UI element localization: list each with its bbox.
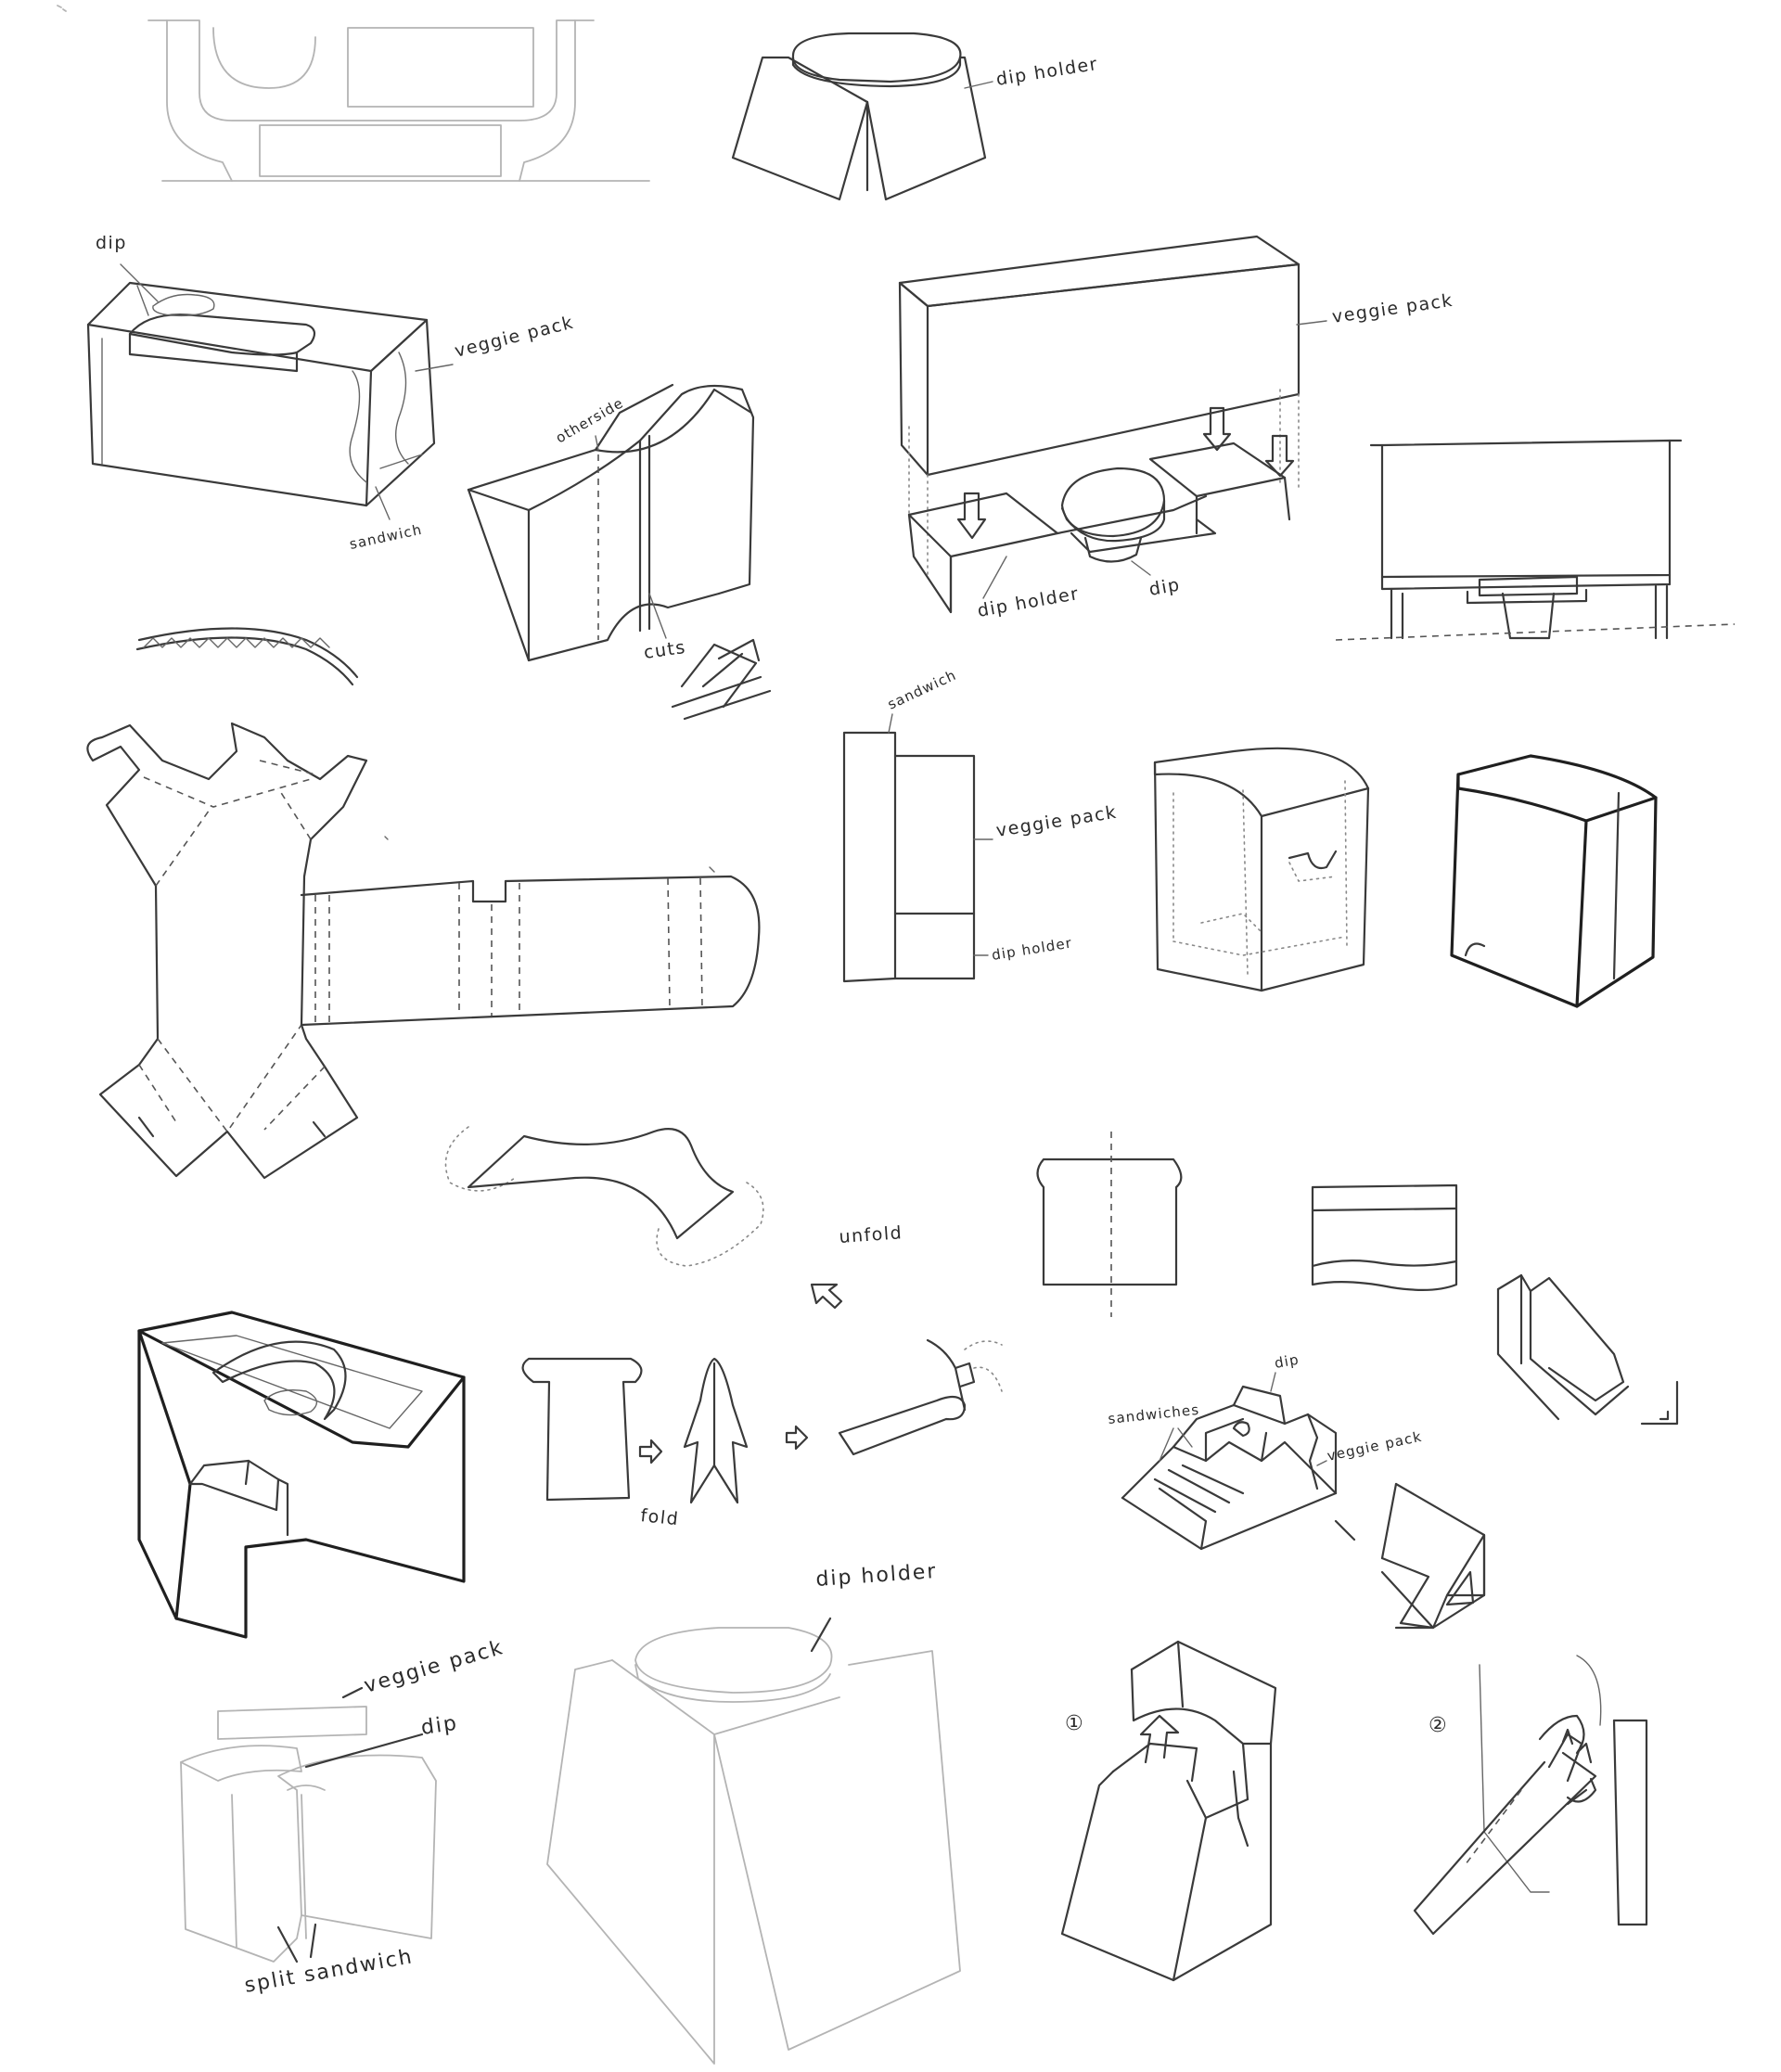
flat-dieline-sketch: [86, 722, 761, 1180]
label-step-2: ②: [1429, 1714, 1449, 1737]
label-dip-holder-b: dip holder: [976, 583, 1081, 621]
label-veggie-pack-a: veggie pack: [453, 313, 576, 362]
label-fold: fold: [639, 1505, 680, 1529]
bread-pocket-sketch: [1311, 1183, 1458, 1291]
folded-sandwich-sketch: [1496, 1273, 1679, 1426]
stack-elevation-sketch: sandwich veggie pack dip holder: [842, 667, 1119, 983]
folded-panel-cuts-sketch: otherside cuts: [467, 383, 772, 721]
label-veggie-pack-d: veggie pack: [1326, 1428, 1424, 1464]
label-dip-holder-d: dip holder: [815, 1560, 939, 1592]
insertion-step-1-sketch: ①: [1060, 1640, 1277, 1982]
label-sandwich-b: sandwich: [885, 667, 959, 713]
front-view-veggie-pack-sketch: [1335, 439, 1736, 641]
corrugated-strip-sketch: [135, 627, 359, 686]
label-cuts: cuts: [643, 637, 687, 663]
split-sandwich-sketch: veggie pack dip split sandwich: [180, 1636, 506, 1998]
exploded-veggie-dip-sketch: dip holder dip veggie pack: [898, 235, 1454, 621]
label-dip-c: dip: [1274, 1351, 1301, 1372]
wedge-assembly-sketch: sandwiches dip veggie pack: [1108, 1351, 1486, 1630]
fold-sequence-sketch: fold: [521, 1338, 1003, 1529]
label-step-1: ①: [1065, 1712, 1085, 1735]
label-veggie-pack-c: veggie pack: [994, 802, 1119, 841]
combo-box-sketch: dip veggie pack sandwich: [86, 233, 576, 553]
label-dip-d: dip: [419, 1712, 459, 1740]
label-unfold: unfold: [839, 1222, 903, 1247]
label-split-sandwich: split sandwich: [243, 1945, 416, 1998]
label-dip-holder-c: dip holder: [991, 934, 1073, 964]
label-dip-a: dip: [96, 233, 127, 253]
insertion-step-2-sketch: ②: [1413, 1655, 1648, 1936]
bread-slice-sketch: [1036, 1132, 1183, 1317]
label-sandwich-a: sandwich: [348, 521, 424, 553]
tray-top-view-sketch: [57, 5, 650, 182]
label-veggie-pack-e: veggie pack: [362, 1636, 506, 1698]
sealed-box-sketch: [1450, 754, 1658, 1008]
dip-holder-sketch-large: dip holder: [546, 1560, 961, 2065]
label-dip-b: dip: [1147, 574, 1182, 600]
handled-box-sketch: [137, 1311, 466, 1639]
unfolding-flap-sketch: unfold: [444, 1126, 903, 1310]
dip-holder-sketch-top: dip holder: [731, 32, 1099, 201]
label-sandwiches: sandwiches: [1108, 1401, 1201, 1427]
label-dip-holder-top: dip holder: [994, 54, 1099, 90]
curved-lid-box-sketch: [1153, 747, 1370, 992]
label-veggie-pack-b: veggie pack: [1331, 290, 1454, 327]
